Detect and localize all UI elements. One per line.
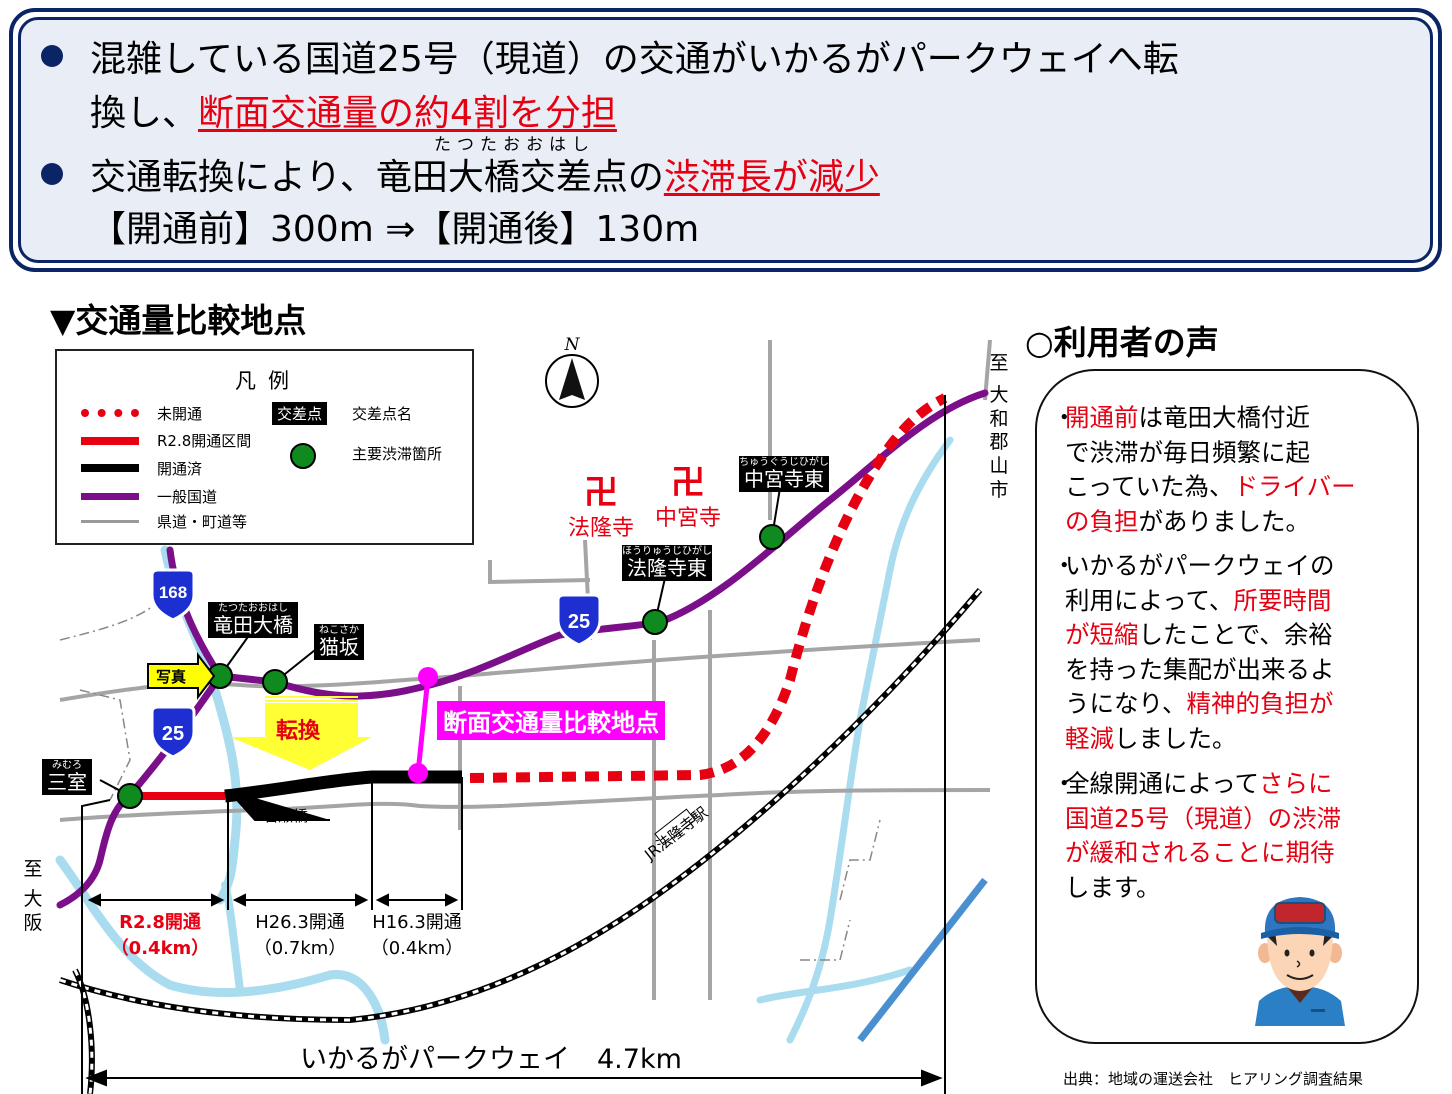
intersection-label-tatsuta: たつたおおはし 竜田大橋 [208,602,298,638]
bridge-label: 岩瀬橋 [263,807,309,825]
ruby-tatsuta: たつたおおはし [434,135,595,155]
segment-label-r2: R2.8開通 （0.4km） [110,912,210,960]
user-voice-box: ・開通前は竜田大橋付近 で渋滞が毎日頻繁に起 こっていた為、ドライバー の負担が… [1035,369,1419,1044]
summary-line-3: 交通転換により、竜田大橋交差点の渋滞長が減少 [90,157,880,198]
total-length-label: いかるがパークウェイ 4.7km [300,1044,682,1075]
legend-congestion-dot-icon [290,443,316,469]
temple-chuguji: 卍 中宮寺 [655,463,722,531]
segment-label-h26: H26.3開通 （0.7km） [253,912,347,960]
map-legend: 凡例 未開通 R2.8開通区間 開通済 一般国道 県道・町道等 交差点 交差点名… [55,349,474,545]
svg-text:25: 25 [162,723,184,745]
summary-line-2: 換し、断面交通量の約4割を分担 [90,93,617,134]
temple-icon: 卍 [584,473,618,513]
temple-icon: 卍 [671,463,705,503]
congestion-points [117,524,785,809]
convert-label: 転換 [276,719,321,744]
summary-box-inner [18,17,1433,263]
legend-r2-swatch [81,437,139,445]
driver-illustration-icon [1255,897,1345,1026]
dimension-lines [81,395,946,1094]
svg-text:N: N [564,335,581,355]
boundary-lines [59,599,881,961]
legend-r2-label: R2.8開通区間 [157,432,252,450]
legend-unopened-label: 未開通 [157,405,203,423]
summary-box [9,8,1442,272]
segment-label-h16: H16.3開通 （0.4km） [370,912,464,960]
highlight-share: 断面交通量の約4割を分担 [198,93,617,134]
parkway-unopened-segment [469,393,948,783]
legend-title: 凡例 [235,369,301,393]
comparison-point-top [418,667,438,687]
convert-arrow-icon [230,696,372,770]
section-title: ▼交通量比較地点 [50,301,307,340]
voice-item-3: ・全線開通によってさらに 国道25号（現道）の渋滞 が緩和されることに期待 しま… [1052,769,1342,902]
source-note: 出典：地域の運送会社 ヒアリング調査結果 [1063,1070,1364,1088]
legend-open-label: 開通済 [157,460,203,478]
svg-text:168: 168 [159,583,187,602]
legend-national-swatch [81,493,139,500]
north-arrow-icon: N [545,335,599,408]
intersection-label-horyuji-higashi: ほうりゅうじひがし 法隆寺東 [622,545,712,581]
bullet-icon [41,45,63,67]
summary-line-4: 【開通前】300m ⇒【開通後】130m [90,209,700,250]
intersection-label-mimuro: みむろ 三室 [42,759,92,795]
voice-item-2: ・いかるがパークウェイの 利用によって、所要時間 が短縮したことで、余裕 を持っ… [1052,551,1335,753]
to-yamatokoriyama-label: 至 大 和 郡 山 市 [989,352,1009,501]
intersection-label-chuguji-higashi: ちゅうぐうじひがし 中宮寺東 [739,456,829,492]
legend-open-swatch [81,464,139,472]
legend-intersection-box: 交差点 [272,402,328,425]
legend-national-label: 一般国道 [157,488,218,506]
route-shield-icons: 168 25 25 [150,568,602,759]
svg-text:25: 25 [568,611,590,633]
photo-label: 写真 [156,668,187,686]
comparison-point-bottom [408,763,428,783]
map-canvas: 168 25 25 N [55,335,992,1094]
legend-local-label: 県道・町道等 [157,513,248,531]
parkway-open-segment [224,770,462,803]
voice-title: ○利用者の声 [1025,323,1219,362]
voice-item-1: ・開通前は竜田大橋付近 で渋滞が毎日頻繁に起 こっていた為、ドライバー の負担が… [1052,403,1356,536]
summary-line-1: 混雑している国道25号（現道）の交通がいかるがパークウェイへ転 [90,39,1179,80]
bullet-icon [41,163,63,185]
leader-lines [99,487,781,821]
intersection-label-nekosaka: ねこさか 猫坂 [314,624,364,660]
photo-arrow-icon [147,652,216,700]
comparison-point-label: 断面交通量比較地点 [437,701,665,740]
legend-intersection-label: 交差点名 [352,405,413,423]
temple-horyuji: 卍 法隆寺 [568,473,635,541]
legend-local-swatch [81,520,139,523]
to-osaka-label: 至 大 阪 [23,858,43,934]
comparison-connector [415,676,431,774]
legend-unopened-swatch [81,409,139,417]
highlight-congestion: 渋滞長が減少 [663,157,880,198]
legend-congestion-label: 主要渋滞箇所 [352,445,443,463]
expressway-line [857,877,988,1043]
